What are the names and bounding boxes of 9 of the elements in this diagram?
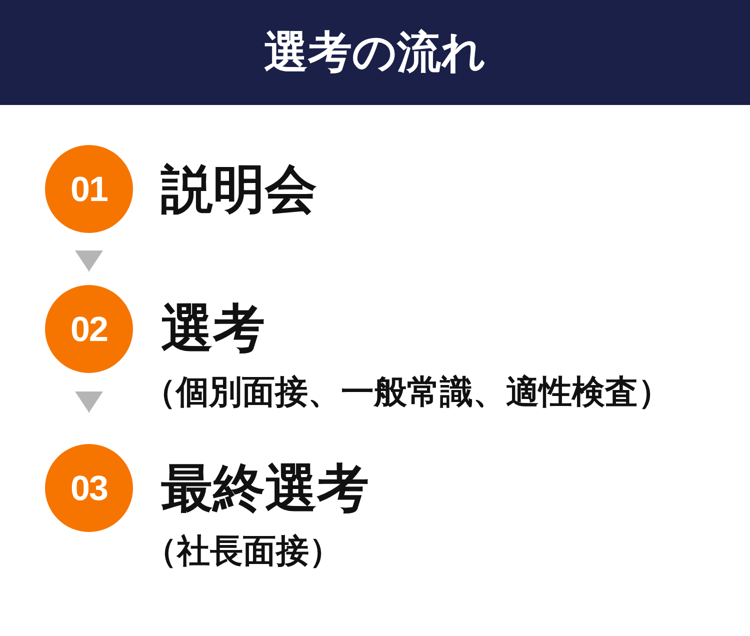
step-description: （個別面接、一般常識、適性検査） xyxy=(143,374,671,408)
step-description: （社長面接） xyxy=(144,534,342,566)
step-number-circle: 01 xyxy=(45,145,133,233)
title: 選考の流れ xyxy=(264,30,486,74)
step-title: 最終選考 xyxy=(161,463,369,515)
step-title: 説明会 xyxy=(161,164,317,216)
step-number-circle: 02 xyxy=(45,285,133,373)
step-title: 選考 xyxy=(161,303,265,355)
step-number-circle: 03 xyxy=(45,444,133,532)
